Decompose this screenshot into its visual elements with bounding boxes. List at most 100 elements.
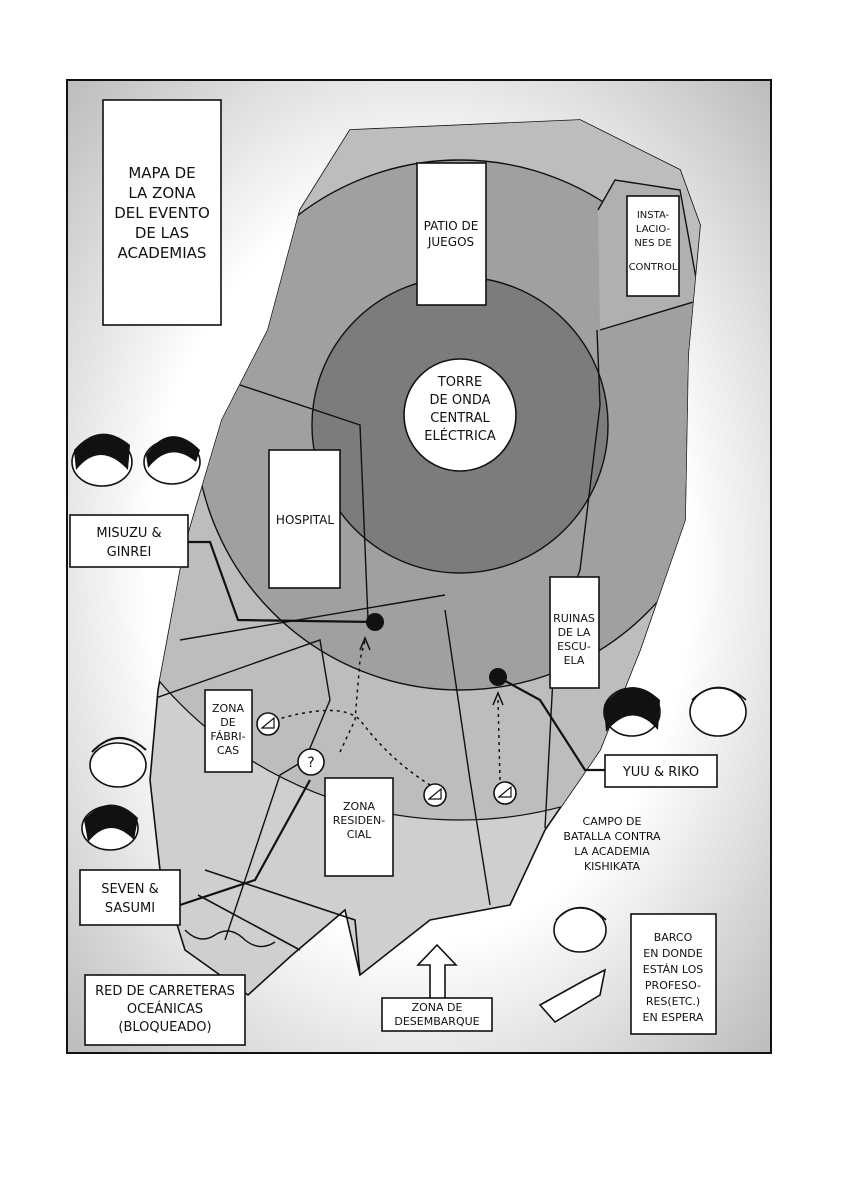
title-text: MAPA DE LA ZONA DEL EVENTO DE LAS ACADEM… [114,164,210,262]
tower-circle [403,358,517,472]
residencial-label: RESIDEN- [333,814,385,827]
patio-box [416,162,487,306]
character-hair-icon [604,687,660,732]
title-line: ACADEMIAS [118,244,207,262]
barco-label: EN ESPERA [643,1011,704,1024]
residencial-label: CIAL [347,828,372,841]
fabricas-box [204,689,253,773]
tower-label: TORRE [437,375,482,390]
control-label: INSTA- [637,210,670,221]
misuzu-box [69,514,189,568]
tower-label: CENTRAL [430,411,490,426]
character-hair-icon [74,433,130,470]
route-arrow-icon [492,691,504,706]
character-hair-icon [91,737,147,753]
route-arrow-icon [359,636,371,651]
desembarque-label: ZONA DE [412,1001,463,1014]
yuu-riko-portraits [603,686,747,737]
red-label: (BLOQUEADO) [118,1020,211,1035]
yuu-label: YUU & RIKO [622,765,699,780]
hospital-box [268,449,341,589]
misuzu-label: GINREI [107,545,152,560]
teacher-portrait [553,906,607,953]
question-marker-label: ? [307,755,314,771]
fabricas-label: FÁBRI- [210,730,245,743]
campo-label: CAMPO DE [583,815,642,828]
hospital-divider [233,382,369,621]
title-line: DEL EVENTO [114,204,210,222]
desembarque-box [381,997,493,1032]
ruinas-label: RUINAS [553,612,595,625]
seven-label: SEVEN & [101,882,159,897]
barco-label: ESTÁN LOS [643,963,703,976]
flag-marker-icon [493,781,517,805]
patio-label: PATIO DE [424,219,479,233]
title-line: LA ZONA [128,184,196,202]
campo-label: LA ACADEMIA [574,845,650,858]
barco-label: EN DONDE [643,947,703,960]
flag-marker-icon [497,785,512,798]
control-box [626,195,680,297]
title-line: MAPA DE [128,164,195,182]
seven-leader-line [179,779,311,907]
character-hair-icon [691,686,747,701]
barco-label: BARCO [654,931,693,944]
tower-label: DE ONDA [430,393,491,408]
ship-icon [538,968,607,1024]
road-lower [197,894,301,951]
ruinas-label: ELA [564,654,585,667]
misuzu-ginrei-portraits [71,433,201,487]
inner-divider [179,594,446,641]
barco-label: PROFESO- [645,979,701,992]
patio-label: JUEGOS [427,235,474,249]
residencial-label: ZONA [343,800,375,813]
control-label: NES DE [634,238,671,249]
desembarque-label: DESEMBARQUE [394,1015,479,1028]
residencial-box [324,777,394,877]
route-path [267,709,431,786]
seven-box [79,869,181,926]
yuu-leader-line [497,676,605,772]
ruinas-label: DE LA [558,626,591,639]
flag-marker-icon [260,716,275,729]
route-path [339,639,366,753]
fabricas-label: ZONA [212,702,244,715]
residential-divider [444,609,491,906]
fabricas-label: CAS [217,744,239,757]
road-upper [204,869,361,976]
character-hair-icon [555,906,607,921]
character-hair-icon [84,804,138,842]
misuzu-label: MISUZU & [96,526,161,541]
ruinas-label: ESCU- [557,640,591,653]
road-break [184,929,276,948]
question-marker-icon [297,748,325,776]
seven-label: SASUMI [105,901,155,916]
red-label: RED DE CARRETERAS [95,984,235,999]
flag-marker-icon [256,712,280,736]
barco-box [630,913,717,1035]
misuzu-leader-line [188,540,376,624]
yuu-box [604,754,718,788]
character-head-icon [89,742,147,788]
tower-label: ELÉCTRICA [424,428,496,444]
red-label: OCEÁNICAS [127,1001,203,1017]
yuu-position-dot [489,668,507,686]
flag-marker-icon [423,783,447,807]
factory-divider [150,639,331,941]
character-hair-icon [146,436,200,468]
red-box [84,974,246,1046]
misuzu-position-dot [366,613,384,631]
fabricas-label: DE [220,716,235,729]
title-line: DE LAS [135,224,189,242]
control-label: LACIO- [636,224,671,235]
title-box [102,99,222,326]
hospital-label: HOSPITAL [276,513,334,527]
ruinas-box [549,576,600,689]
seven-sasumi-portraits [81,737,147,851]
campo-label: KISHIKATA [584,860,641,873]
campo-label: BATALLA CONTRA [563,830,661,843]
control-label: CONTROL [629,262,678,273]
ruinas-divider [544,329,601,829]
flag-marker-icon [427,787,442,800]
